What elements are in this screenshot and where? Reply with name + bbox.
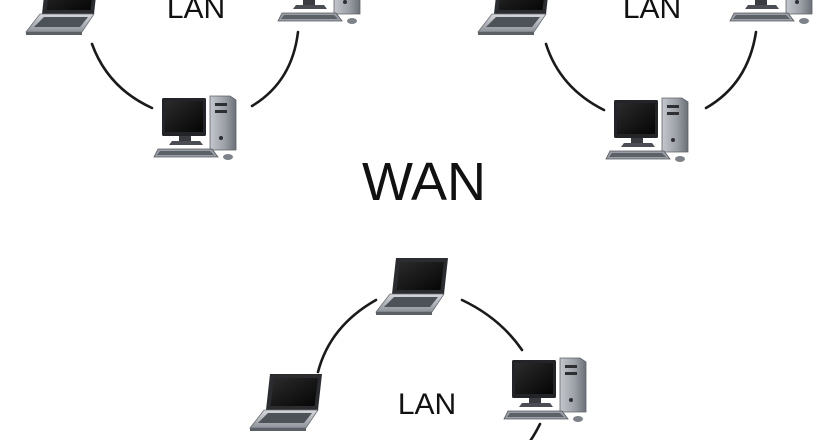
lan-1-desktop-bottom-icon xyxy=(153,95,237,161)
lan-3-desktop-icon xyxy=(503,357,587,423)
lan-3-link-right xyxy=(460,298,524,352)
lan-1-label: LAN xyxy=(167,0,225,25)
lan-1-link-left xyxy=(90,42,154,110)
lan-2-link-right xyxy=(704,30,758,110)
lan-2-link-left xyxy=(544,42,606,112)
lan-3-laptop-top-icon xyxy=(375,257,449,316)
lan-2-desktop-top-icon xyxy=(729,0,813,25)
lan-2-desktop-bottom-icon xyxy=(605,97,689,163)
lan-3-label: LAN xyxy=(398,388,456,421)
lan-3-link-bottom xyxy=(529,422,542,440)
lan-cluster-2: LAN xyxy=(477,0,813,163)
wan-label: WAN xyxy=(362,152,486,212)
lan-2-laptop-icon xyxy=(477,0,551,36)
lan-1-link-right xyxy=(250,30,300,108)
lan-cluster-1: LAN xyxy=(25,0,361,161)
lan-2-label: LAN xyxy=(623,0,681,25)
lan-1-laptop-icon xyxy=(25,0,99,36)
lan-3-laptop-left-icon xyxy=(249,373,323,432)
lan-1-desktop-top-icon xyxy=(277,0,361,25)
lan-cluster-3: LAN xyxy=(249,257,587,440)
lan-3-link-left xyxy=(316,298,378,374)
